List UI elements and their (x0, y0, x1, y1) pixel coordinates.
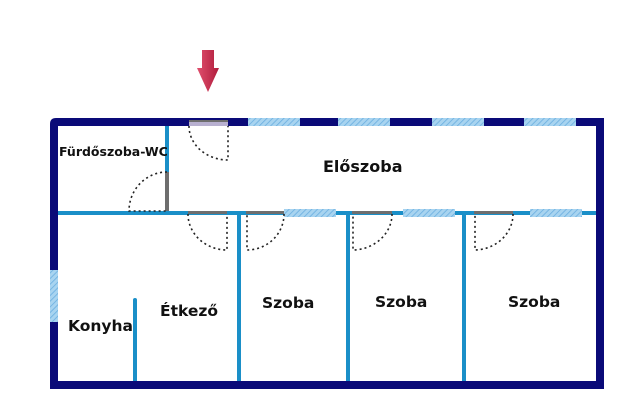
window (530, 209, 582, 217)
room-label-room3: Szoba (508, 293, 560, 311)
door-leaf (165, 172, 169, 211)
window (50, 270, 58, 322)
door-swing-arc (352, 213, 393, 251)
window (248, 118, 300, 126)
window (338, 118, 390, 126)
room-labels: Fürdőszoba-WC Előszoba Konyha Étkező Szo… (59, 144, 560, 335)
entrance-arrow-icon (197, 50, 219, 92)
interior-wall-bathroom (165, 124, 169, 213)
door-swing-arc (474, 213, 514, 251)
bathroom-door[interactable] (128, 171, 169, 212)
door-swing-arc (187, 213, 228, 251)
room3-door[interactable] (474, 211, 514, 251)
door-leaf (188, 211, 227, 214)
dining-door[interactable] (187, 211, 228, 251)
door-leaf (246, 211, 284, 214)
door-swing-arc (246, 213, 285, 251)
door-leaf (474, 211, 513, 214)
window (284, 209, 336, 217)
windows-interior (284, 209, 582, 217)
door-leaf (352, 211, 392, 214)
room-label-room1: Szoba (262, 294, 314, 312)
door-swing-arc (128, 171, 168, 212)
door-swing-arc (188, 125, 229, 161)
room1-door[interactable] (246, 211, 285, 251)
window (403, 209, 455, 217)
room2-door[interactable] (352, 211, 393, 251)
interior-wall-dining-room1 (237, 213, 241, 383)
window (432, 118, 484, 126)
entrance-door-leaf (189, 121, 228, 126)
room-label-hall: Előszoba (323, 157, 402, 176)
interior-wall-room2-room3 (462, 213, 466, 383)
interior-wall-kitchen (133, 298, 137, 383)
room-label-kitchen: Konyha (68, 317, 133, 335)
entrance-door[interactable] (188, 120, 229, 161)
room-label-dining: Étkező (160, 301, 218, 320)
window (524, 118, 576, 126)
room-label-bathroom: Fürdőszoba-WC (59, 144, 168, 159)
entrance-door-frame (189, 120, 228, 122)
interior-wall-room1-room2 (346, 213, 350, 383)
windows-exterior (50, 118, 576, 322)
room-label-room2: Szoba (375, 293, 427, 311)
